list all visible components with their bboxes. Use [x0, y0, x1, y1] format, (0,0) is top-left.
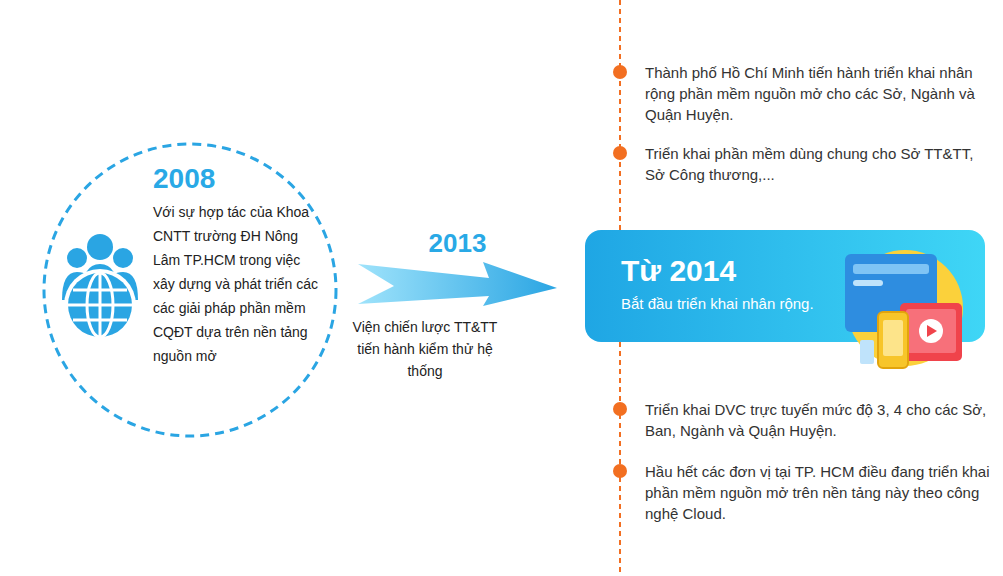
phone — [878, 312, 908, 368]
dashed-circle — [44, 144, 336, 436]
arrow-year: 2013 — [398, 228, 518, 258]
monitor-bar — [853, 280, 883, 286]
device-detail — [860, 340, 874, 364]
globe-parallel — [68, 304, 132, 307]
arrow-caption: Viện chiến lược TT&TT tiến hành kiểm thử… — [350, 316, 500, 382]
timeline-dot — [613, 65, 627, 79]
timeline-dot — [613, 402, 627, 416]
timeline-arrow — [358, 262, 557, 306]
timeline-note: Triển khai phần mềm dùng chung cho Sở TT… — [645, 143, 990, 185]
person-head — [87, 234, 113, 260]
person-head — [67, 248, 87, 268]
timeline-dot — [613, 464, 627, 478]
tablet-screen — [906, 309, 956, 353]
play-button — [919, 319, 943, 343]
year-body: Với sự hợp tác của Khoa CNTT trường ĐH N… — [153, 200, 325, 368]
globe-gap — [64, 269, 136, 341]
year-heading: 2008 — [153, 162, 323, 196]
monitor — [845, 254, 937, 332]
globe-parallel — [73, 319, 127, 322]
globe — [68, 273, 132, 337]
tablet — [900, 303, 962, 361]
illustration-sun — [847, 250, 963, 366]
milestone-body: Bắt đầu triển khai nhân rộng. — [621, 294, 851, 314]
phone-screen — [883, 320, 903, 356]
monitor-bar — [853, 264, 929, 274]
globe-parallel — [73, 289, 127, 292]
year-circle: 2008Với sự hợp tác của Khoa CNTT trường … — [42, 142, 338, 438]
people-globe-icon — [62, 234, 138, 341]
timeline-note: Hầu hết các đơn vị tại TP. HCM điều đang… — [645, 461, 990, 524]
timeline-dot — [613, 146, 627, 160]
person-head — [113, 248, 133, 268]
milestone-heading: Từ 2014 — [621, 252, 851, 290]
milestone-box: Từ 2014Bắt đầu triển khai nhân rộng. — [585, 230, 985, 342]
timeline-note: Thành phố Hồ Chí Minh tiến hành triển kh… — [645, 62, 990, 125]
timeline-note: Triển khai DVC trực tuyến mức độ 3, 4 ch… — [645, 399, 990, 441]
play-icon — [927, 325, 937, 337]
